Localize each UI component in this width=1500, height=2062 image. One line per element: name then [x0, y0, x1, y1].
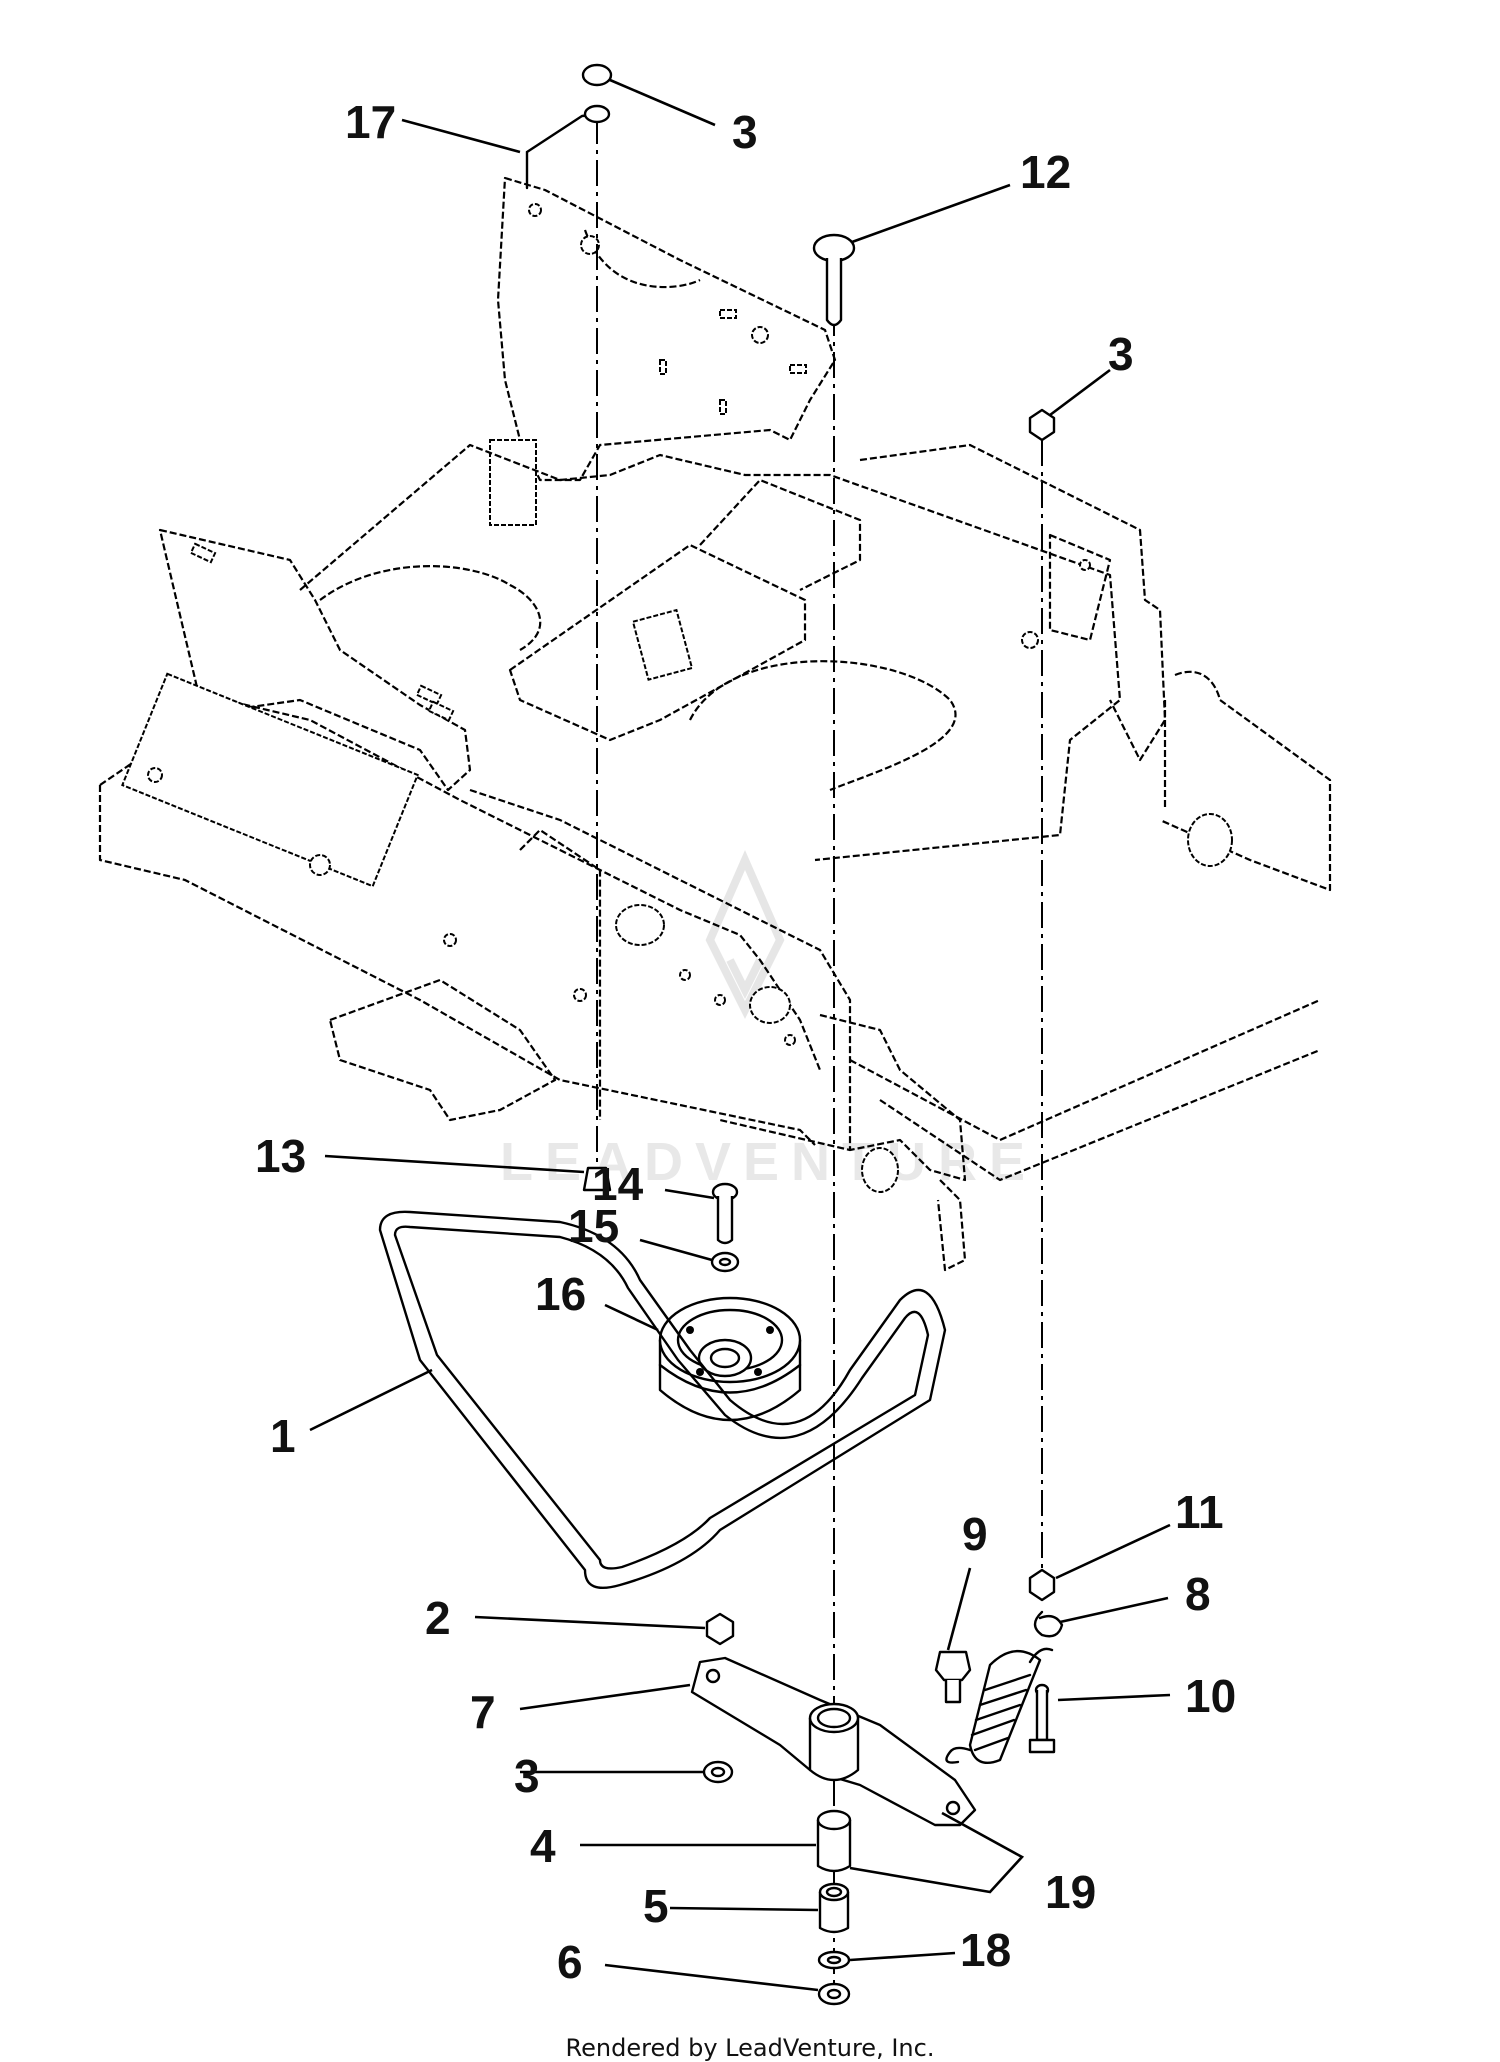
nut-lower [702, 1760, 734, 1784]
hardware [378, 63, 1064, 2006]
washer-15 [710, 1251, 740, 1273]
callouts: 17 3 12 3 13 14 15 16 1 9 11 8 2 10 7 3 … [255, 96, 1236, 1988]
chassis-frame [98, 176, 1332, 1272]
callout-17: 17 [345, 96, 396, 148]
leader-lines [309, 78, 1171, 1992]
rod-bracket [525, 112, 602, 190]
callout-16: 16 [535, 1268, 586, 1320]
callout-5: 5 [643, 1880, 669, 1932]
idler-arm-7 [690, 1656, 977, 1827]
belt-1 [378, 1210, 947, 1590]
washer-18 [817, 1950, 851, 1970]
callout-15: 15 [568, 1200, 619, 1252]
callout-11: 11 [1175, 1486, 1224, 1538]
callout-12: 12 [1020, 146, 1071, 198]
nut-top-right [1028, 408, 1056, 442]
callout-2: 2 [425, 1592, 451, 1644]
callout-13: 13 [255, 1130, 306, 1182]
nut-top-left [581, 63, 613, 124]
callout-14: 14 [592, 1158, 644, 1210]
spring [945, 1647, 1054, 1765]
callout-8: 8 [1185, 1568, 1211, 1620]
bolt-13 [582, 1166, 612, 1192]
pulley-16 [658, 1296, 802, 1422]
nut-11 [1028, 1568, 1056, 1602]
callout-3-top-right: 3 [1108, 328, 1134, 380]
callout-7: 7 [470, 1686, 496, 1738]
watermark-text: LEADVENTURE [500, 1132, 1037, 1192]
bolt-9 [934, 1650, 972, 1704]
callout-9: 9 [962, 1508, 988, 1560]
callout-19: 19 [1045, 1866, 1096, 1918]
bushing-4 [816, 1809, 852, 1873]
callout-6: 6 [557, 1936, 583, 1988]
callout-18: 18 [960, 1924, 1011, 1976]
callout-3-lower: 3 [514, 1750, 540, 1802]
callout-3-top-left: 3 [732, 106, 758, 158]
spacer-5 [818, 1882, 850, 1934]
callout-1: 1 [270, 1410, 296, 1462]
bolt-14 [711, 1182, 739, 1245]
leadventure-watermark: LEADVENTURE [500, 850, 1037, 1192]
callout-4: 4 [530, 1820, 556, 1872]
clip-8 [1033, 1610, 1064, 1638]
callout-10: 10 [1185, 1670, 1236, 1722]
bolt-10 [1028, 1683, 1056, 1754]
nut-6 [817, 1982, 851, 2006]
nut-2 [705, 1612, 735, 1646]
pin-12 [812, 233, 856, 327]
footer-credit: Rendered by LeadVenture, Inc. [565, 2034, 935, 2062]
